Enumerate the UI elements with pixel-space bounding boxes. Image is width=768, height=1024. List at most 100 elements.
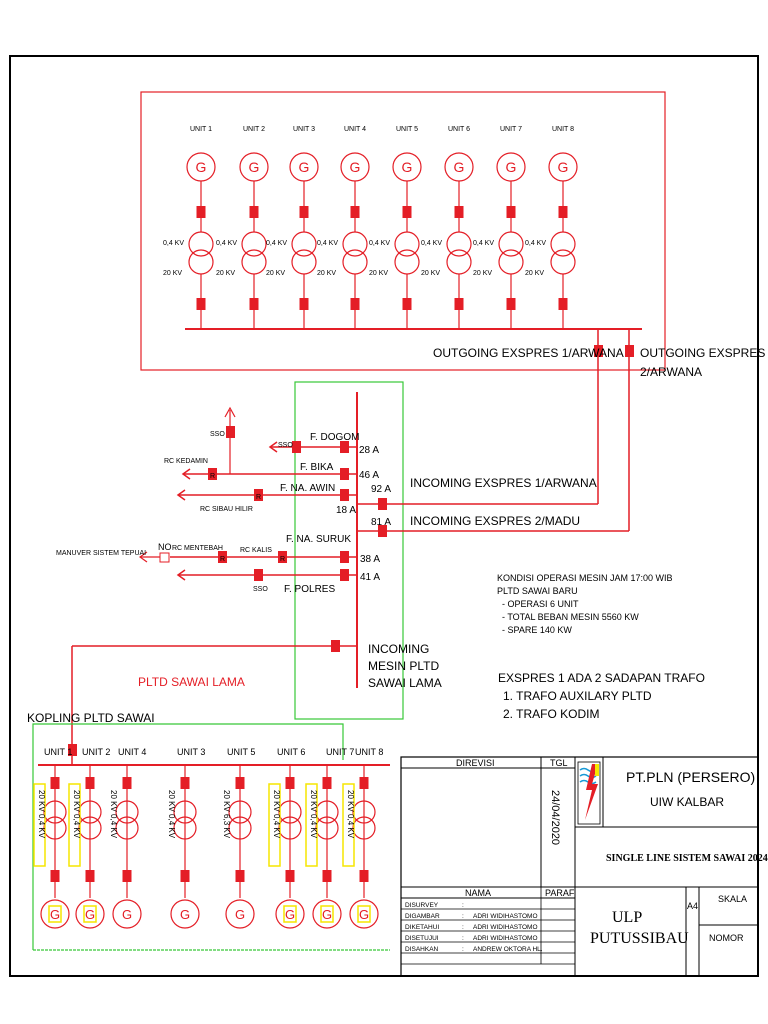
- exspres-note-1: EXSPRES 1 ADA 2 SADAPAN TRAFO: [498, 671, 705, 685]
- rc-kedamin-label: RC KEDAMIN: [164, 458, 208, 465]
- transformer-icon: [115, 816, 139, 840]
- transformer-icon: [315, 800, 339, 824]
- voltage-high-label: 20 KV: [266, 270, 285, 277]
- feeder-nawin-amp: 18 A: [336, 505, 356, 516]
- polres-sso-switch: [254, 569, 263, 581]
- feeder-dogom-amp: 28 A: [359, 445, 379, 456]
- incoming-1-breaker: [378, 498, 387, 510]
- ulp-name: PUTUSSIBAU: [590, 930, 689, 947]
- generator-icon: [275, 899, 305, 929]
- transformer-icon: [352, 800, 376, 824]
- generator-breaker: [454, 206, 464, 218]
- transformer-icon: [78, 816, 102, 840]
- voltage-low-label: 0,4 KV: [266, 240, 287, 247]
- rc-mentebah-r: R: [220, 556, 225, 563]
- bika-sso-switch: [226, 426, 235, 438]
- voltage-low-label: 0,4 KV: [216, 240, 237, 247]
- lower-bus-breaker: [285, 777, 295, 789]
- incoming-mesin-line3: SAWAI LAMA: [368, 676, 442, 690]
- nawin-arrow-icon: [176, 489, 186, 501]
- generator-icon: [112, 899, 142, 929]
- lower-unit-label: UNIT 6: [277, 747, 305, 757]
- sign-row-label: DIGAMBAR: [405, 913, 440, 920]
- kondisi-line-4: - TOTAL BEBAN MESIN 5560 KW: [502, 612, 639, 622]
- kondisi-line-1: KONDISI OPERASI MESIN JAM 17:00 WIB: [497, 573, 673, 583]
- bika-arrow-icon: [181, 468, 191, 480]
- transformer-icon: [498, 231, 524, 257]
- feeder-polres-amp: 41 A: [360, 572, 380, 583]
- lower-gen-breaker: [50, 870, 60, 882]
- generator-symbol: G: [196, 159, 207, 175]
- sign-row-sep: :: [462, 924, 464, 931]
- paper-size: A4: [687, 901, 698, 911]
- transformer-icon: [188, 249, 214, 275]
- transformer-icon: [342, 249, 368, 275]
- generator-symbol: G: [454, 159, 465, 175]
- generator-symbol: G: [299, 159, 310, 175]
- generator-symbol: G: [85, 907, 95, 922]
- lower-voltage-label: 20 KV 0,4 KV: [167, 790, 176, 839]
- incoming-mesin-line1: INCOMING: [368, 642, 429, 656]
- transformer-breaker: [506, 298, 516, 310]
- voltage-high-label: 20 KV: [369, 270, 388, 277]
- voltage-low-label: 0,4 KV: [369, 240, 390, 247]
- generator-icon: [225, 899, 255, 929]
- title-block: [400, 756, 759, 977]
- pltd-baru-boundary: [140, 91, 666, 371]
- lower-bus-breaker: [85, 777, 95, 789]
- lower-bus-breaker: [122, 777, 132, 789]
- lower-voltage-label: 20 KV 6,3 KV: [222, 790, 231, 839]
- kondisi-line-3: - OPERASI 6 UNIT: [502, 599, 579, 609]
- transformer-breaker: [196, 298, 206, 310]
- voltage-high-label: 20 KV: [421, 270, 440, 277]
- upper-unit-label: UNIT 1: [190, 126, 212, 133]
- sign-row-sep: :: [462, 946, 464, 953]
- manuver-arrow-icon: [138, 551, 148, 563]
- generator-icon: [40, 899, 70, 929]
- lower-gen-breaker: [85, 870, 95, 882]
- company-unit: UIW KALBAR: [650, 795, 724, 809]
- transformer-icon: [446, 231, 472, 257]
- incoming-1-amp: 92 A: [371, 484, 391, 495]
- sign-row-label: DISAHKAN: [405, 946, 439, 953]
- pltd-sawai-lama-label: PLTD SAWAI LAMA: [138, 675, 245, 689]
- lower-bus-breaker: [359, 777, 369, 789]
- transformer-icon: [352, 816, 376, 840]
- transformer-icon: [278, 800, 302, 824]
- dogom-breaker: [340, 441, 349, 453]
- gardu-hubung-boundary: [294, 381, 404, 720]
- lower-unit-label: UNIT 2: [82, 747, 110, 757]
- lower-voltage-label: 20 KV 0,4 KV: [346, 790, 355, 839]
- voltage-highlight: [342, 783, 355, 867]
- transformer-breaker: [249, 298, 259, 310]
- transformer-icon: [228, 816, 252, 840]
- lower-gen-breaker: [285, 870, 295, 882]
- status-highlight: [357, 905, 371, 923]
- sign-row-label: DISURVEY: [405, 902, 439, 909]
- rc-mentebah-label: RC MENTEBAH: [172, 545, 223, 552]
- nama-header: NAMA: [465, 888, 491, 898]
- generator-symbol: G: [285, 907, 295, 922]
- lower-bus-breaker: [235, 777, 245, 789]
- pln-logo-icon: [577, 761, 601, 825]
- feeder-nasuruk-label: F. NA. SURUK: [286, 534, 351, 545]
- kondisi-line-2: PLTD SAWAI BARU: [497, 586, 578, 596]
- drawing-frame: [9, 55, 759, 977]
- exspres-note-3: 2. TRAFO KODIM: [503, 707, 599, 721]
- lower-gen-breaker: [359, 870, 369, 882]
- polres-sso-label: SSO: [253, 586, 268, 593]
- direvisi-header: DIREVISI: [456, 758, 495, 768]
- transformer-icon: [315, 816, 339, 840]
- lower-unit-label: UNIT 4: [118, 747, 146, 757]
- upper-unit-label: UNIT 6: [448, 126, 470, 133]
- polres-breaker: [340, 569, 349, 581]
- transformer-breaker: [402, 298, 412, 310]
- sign-row-sep: :: [462, 935, 464, 942]
- incoming-1-label: INCOMING EXSPRES 1/ARWANA: [410, 476, 597, 490]
- rc-kalis-recloser: [278, 551, 287, 563]
- generator-breaker: [350, 206, 360, 218]
- sign-rows: DISURVEY:DIGAMBAR:ADRI WIDIHASTOMODIKETA…: [405, 902, 543, 953]
- lower-gen-breaker: [235, 870, 245, 882]
